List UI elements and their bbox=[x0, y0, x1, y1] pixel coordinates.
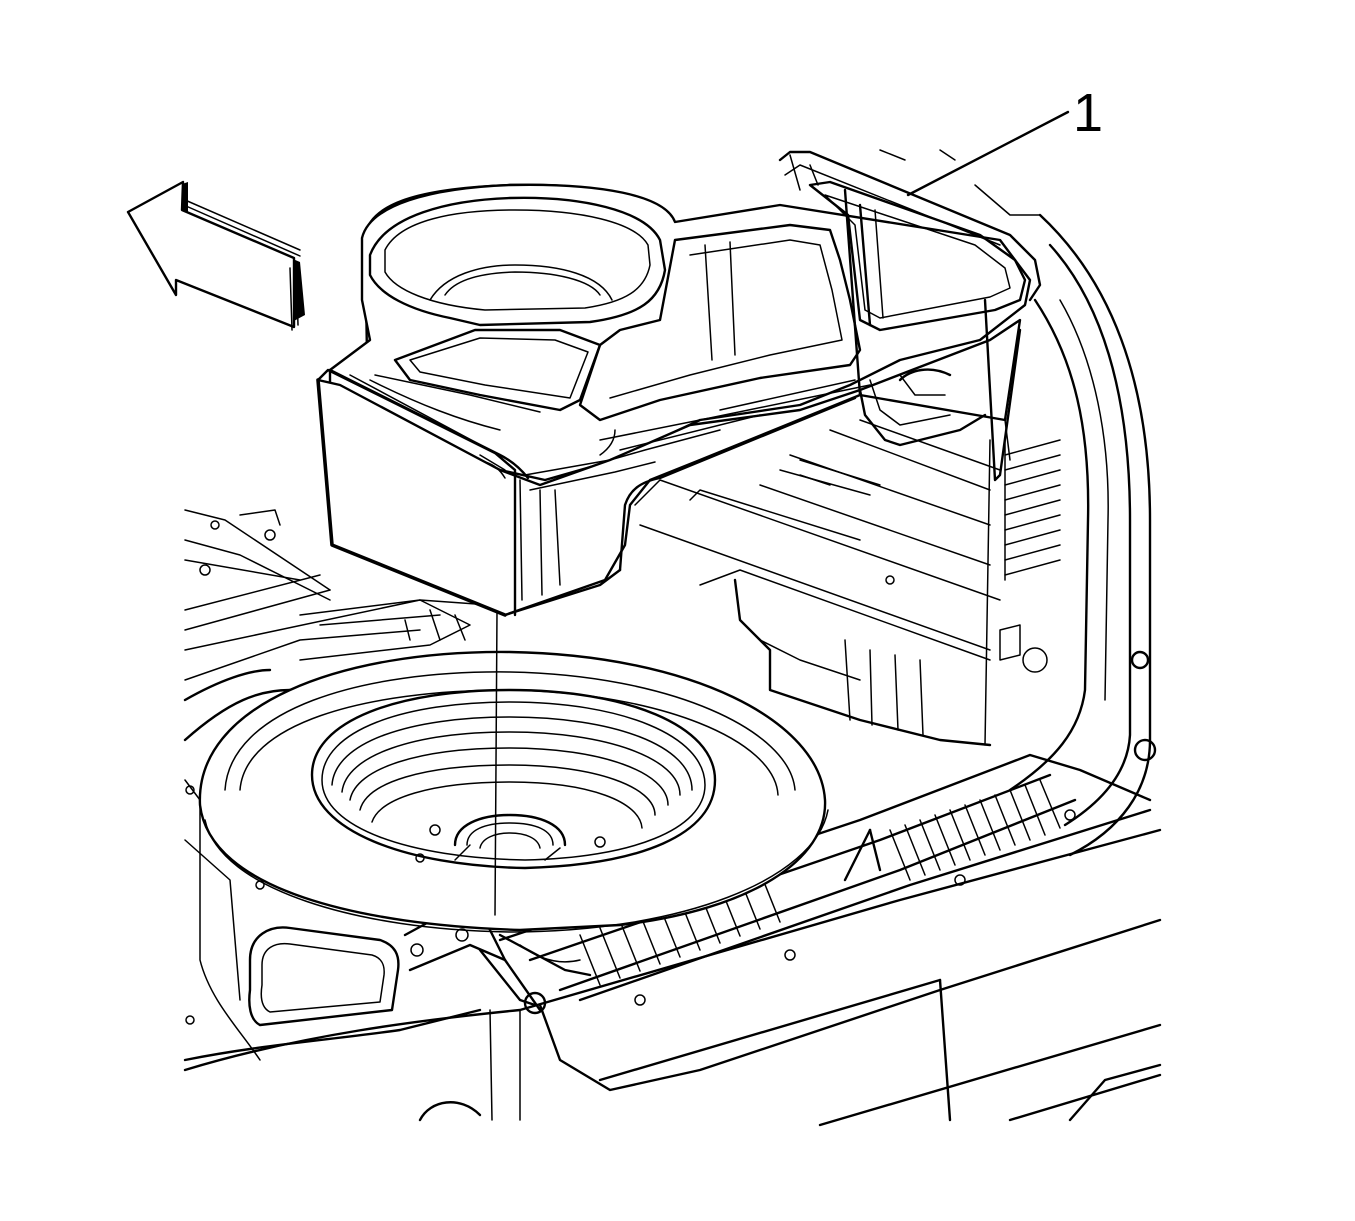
callout-1-label: 1 bbox=[1073, 83, 1103, 143]
alignment-guide-lines bbox=[494, 439, 991, 916]
side-vent-ridges bbox=[1004, 439, 1061, 581]
callout-1: 1 bbox=[906, 83, 1103, 197]
spare-tire-storage-tray bbox=[316, 150, 1042, 617]
rear-bumper bbox=[183, 809, 1162, 1127]
trunk-body-structure bbox=[183, 149, 1162, 1127]
spare-tire bbox=[198, 650, 829, 933]
callout-1-leader-line bbox=[906, 110, 1070, 197]
vehicle-front-arrow-icon bbox=[126, 180, 305, 331]
left-floor-structure bbox=[183, 509, 491, 1062]
